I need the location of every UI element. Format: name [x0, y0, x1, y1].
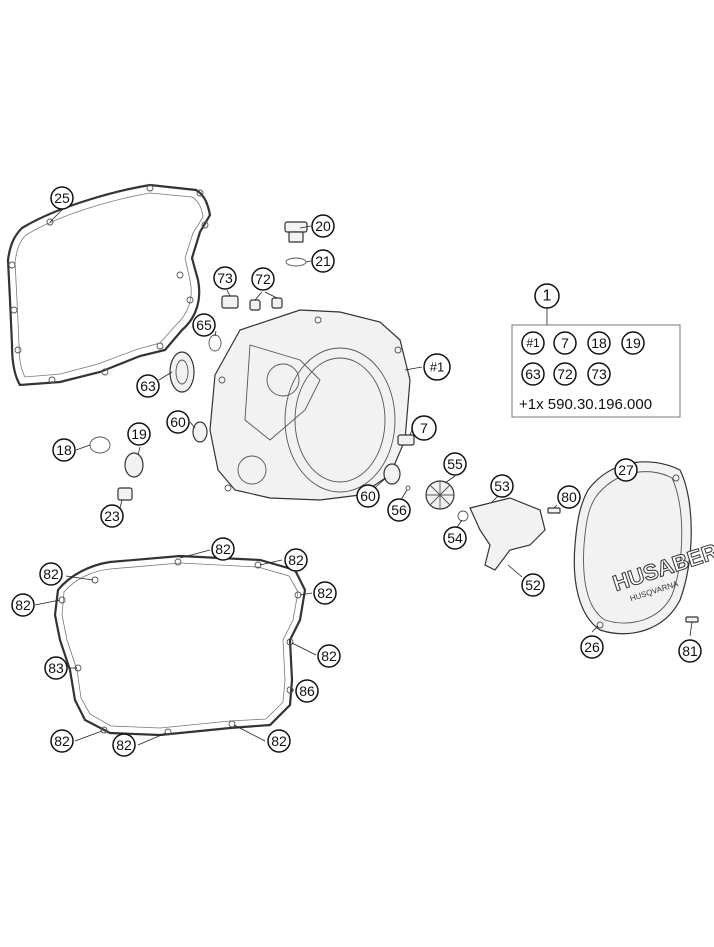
impeller — [425, 480, 455, 510]
kit-group: 1 #1 7 18 19 63 72 73 +1x 590.30.196.000 — [511, 283, 681, 418]
kit-item-1: #1 — [521, 331, 545, 355]
svg-text:18: 18 — [56, 442, 72, 458]
callout-81: 81 — [678, 639, 702, 663]
clutch-cover — [209, 309, 411, 501]
svg-text:19: 19 — [625, 335, 641, 351]
svg-text:23: 23 — [104, 508, 120, 524]
seal-parts — [89, 436, 144, 501]
kit-extra-text: +1x 590.30.196.000 — [519, 396, 652, 413]
svg-text:52: 52 — [525, 577, 541, 593]
callout-54: 54 — [443, 526, 467, 550]
svg-text:#1: #1 — [430, 360, 444, 375]
callout-82-left: 82 — [11, 593, 35, 617]
svg-text:82: 82 — [116, 737, 132, 753]
svg-text:82: 82 — [43, 566, 59, 582]
callout-26: 26 — [580, 635, 604, 659]
kit-item-19: 19 — [621, 331, 645, 355]
bearing — [169, 334, 222, 443]
oil-filler-plug — [284, 221, 308, 267]
callout-27: 27 — [614, 458, 638, 482]
svg-text:21: 21 — [315, 253, 331, 269]
callout-main-cover: #1 — [423, 353, 451, 381]
svg-text:20: 20 — [315, 218, 331, 234]
callout-82-right: 82 — [313, 581, 337, 605]
svg-text:82: 82 — [317, 585, 333, 601]
ignition-cover: HUSABERG HUSQVARNA — [573, 461, 714, 635]
svg-text:80: 80 — [561, 489, 577, 505]
kit-number-callout: 1 — [534, 283, 560, 309]
svg-text:73: 73 — [591, 366, 607, 382]
svg-text:27: 27 — [618, 462, 634, 478]
callout-72: 72 — [251, 267, 275, 291]
svg-text:55: 55 — [447, 456, 463, 472]
svg-text:53: 53 — [494, 478, 510, 494]
svg-text:86: 86 — [299, 683, 315, 699]
callout-82-top: 82 — [211, 537, 235, 561]
svg-text:19: 19 — [131, 426, 147, 442]
svg-text:56: 56 — [391, 502, 407, 518]
callout-21: 21 — [311, 249, 335, 273]
svg-text:81: 81 — [682, 643, 698, 659]
callout-65: 65 — [192, 313, 216, 337]
callout-80: 80 — [557, 485, 581, 509]
svg-text:82: 82 — [215, 541, 231, 557]
callout-20: 20 — [311, 214, 335, 238]
callout-7: 7 — [411, 415, 437, 441]
kit-item-18: 18 — [587, 331, 611, 355]
svg-text:63: 63 — [525, 366, 541, 382]
callout-56: 56 — [387, 498, 411, 522]
callout-82-upper-left: 82 — [39, 562, 63, 586]
callout-82-bottom-right: 82 — [267, 729, 291, 753]
svg-text:18: 18 — [591, 335, 607, 351]
callout-73: 73 — [213, 266, 237, 290]
svg-text:60: 60 — [170, 414, 186, 430]
svg-text:26: 26 — [584, 639, 600, 655]
kit-item-72: 72 — [553, 362, 577, 386]
callout-52: 52 — [521, 573, 545, 597]
callout-23: 23 — [100, 504, 124, 528]
callout-53: 53 — [490, 474, 514, 498]
svg-text:1: 1 — [543, 288, 552, 305]
callout-60-right: 60 — [356, 484, 380, 508]
svg-text:60: 60 — [360, 488, 376, 504]
callout-82-bottom-mid: 82 — [112, 733, 136, 757]
svg-text:82: 82 — [288, 552, 304, 568]
svg-text:7: 7 — [420, 420, 428, 436]
callout-82-bottom-left: 82 — [50, 729, 74, 753]
callout-60-left: 60 — [166, 410, 190, 434]
svg-text:63: 63 — [140, 378, 156, 394]
kit-item-7: 7 — [553, 331, 577, 355]
callout-55: 55 — [443, 452, 467, 476]
callout-83: 83 — [44, 656, 68, 680]
lower-gasket — [53, 554, 307, 737]
svg-text:72: 72 — [255, 271, 271, 287]
water-pump-parts — [383, 434, 561, 571]
kit-item-73: 73 — [587, 362, 611, 386]
svg-text:73: 73 — [217, 270, 233, 286]
small-fittings — [221, 295, 283, 311]
callout-86: 86 — [295, 679, 319, 703]
callout-19: 19 — [127, 422, 151, 446]
callout-25: 25 — [50, 186, 74, 210]
svg-text:82: 82 — [54, 733, 70, 749]
svg-text:82: 82 — [321, 648, 337, 664]
svg-text:#1: #1 — [526, 336, 540, 350]
svg-text:72: 72 — [557, 366, 573, 382]
leader-lines — [34, 209, 693, 746]
svg-text:65: 65 — [196, 317, 212, 333]
kit-item-63: 63 — [521, 362, 545, 386]
svg-text:25: 25 — [54, 190, 70, 206]
callout-82-upper-right: 82 — [284, 548, 308, 572]
svg-text:82: 82 — [15, 597, 31, 613]
upper-gasket — [6, 183, 212, 387]
svg-text:83: 83 — [48, 660, 64, 676]
callout-18: 18 — [52, 438, 76, 462]
svg-text:7: 7 — [561, 335, 569, 351]
svg-text:82: 82 — [271, 733, 287, 749]
svg-text:54: 54 — [447, 530, 463, 546]
callout-63: 63 — [136, 374, 160, 398]
callout-82-mid-right: 82 — [317, 644, 341, 668]
